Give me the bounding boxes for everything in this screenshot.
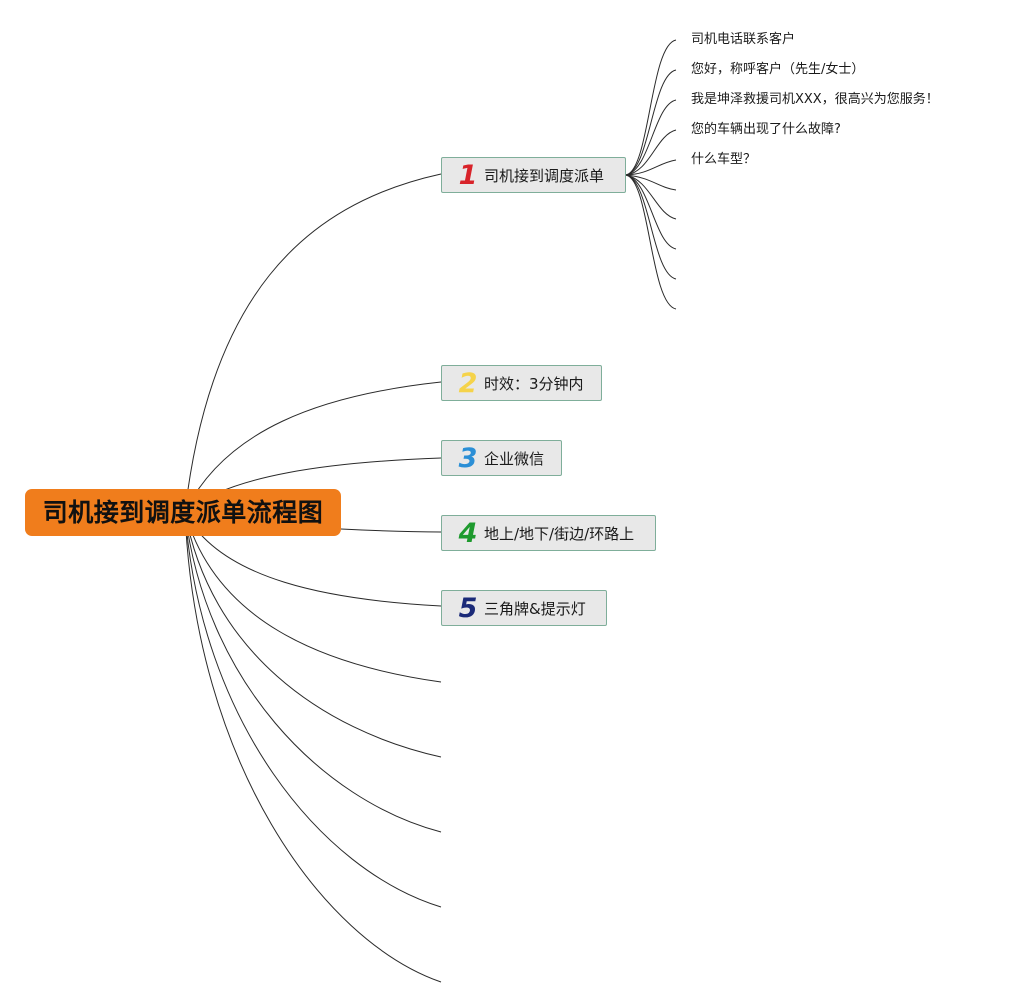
connector-root-to-empty-3 bbox=[184, 511, 442, 833]
number-3-icon: 3 bbox=[458, 442, 478, 474]
connector-branch1-to-leaf-4 bbox=[625, 129, 677, 176]
branch-node-2[interactable]: 2 时效：3分钟内 bbox=[441, 365, 602, 401]
number-2-icon: 2 bbox=[458, 367, 478, 399]
connector-root-to-branch-2 bbox=[184, 381, 442, 513]
branch-label: 地上/地下/街边/环路上 bbox=[484, 524, 635, 543]
connector-root-to-empty-4 bbox=[184, 511, 442, 908]
branch-label: 时效：3分钟内 bbox=[484, 374, 584, 393]
number-4-icon: 4 bbox=[458, 517, 478, 549]
connector-root-to-branch-4 bbox=[340, 528, 442, 533]
connector-root-to-empty-2 bbox=[184, 511, 442, 758]
root-topic[interactable]: 司机接到调度派单流程图 bbox=[25, 489, 341, 536]
connector-root-to-branch-1 bbox=[184, 173, 442, 513]
leaf-topic-2[interactable]: 您好，称呼客户（先生/女士） bbox=[691, 62, 865, 77]
leaf-topic-3[interactable]: 我是坤泽救援司机XXX，很高兴为您服务！ bbox=[691, 92, 939, 107]
connector-branch1-to-empty-1 bbox=[625, 174, 677, 191]
branch-label: 三角牌&提示灯 bbox=[484, 599, 586, 618]
connector-branch1-to-empty-3 bbox=[625, 174, 677, 250]
connector-branch1-to-leaf-3 bbox=[625, 99, 677, 176]
connector-branch1-to-leaf-1 bbox=[625, 39, 677, 176]
connector-root-to-empty-5 bbox=[184, 511, 442, 983]
number-5-icon: 5 bbox=[458, 592, 478, 624]
connector-root-to-branch-5 bbox=[184, 511, 442, 607]
leaf-topic-4[interactable]: 您的车辆出现了什么故障? bbox=[691, 122, 841, 137]
connector-branch1-to-leaf-2 bbox=[625, 69, 677, 176]
branch-node-5[interactable]: 5 三角牌&提示灯 bbox=[441, 590, 607, 626]
number-1-icon: 1 bbox=[458, 159, 478, 191]
leaf-topic-1[interactable]: 司机电话联系客户 bbox=[691, 32, 796, 47]
leaf-topic-5[interactable]: 什么车型？ bbox=[691, 152, 757, 167]
branch-node-3[interactable]: 3 企业微信 bbox=[441, 440, 562, 476]
branch-node-1[interactable]: 1 司机接到调度派单 bbox=[441, 157, 626, 193]
branch-node-4[interactable]: 4 地上/地下/街边/环路上 bbox=[441, 515, 656, 551]
connector-branch1-to-empty-4 bbox=[625, 174, 677, 280]
connector-root-to-empty-1 bbox=[184, 511, 442, 683]
branch-label: 企业微信 bbox=[484, 449, 545, 468]
connector-branch1-to-leaf-5 bbox=[625, 159, 677, 176]
branch-label: 司机接到调度派单 bbox=[484, 166, 605, 185]
connector-branch1-to-empty-5 bbox=[625, 174, 677, 310]
